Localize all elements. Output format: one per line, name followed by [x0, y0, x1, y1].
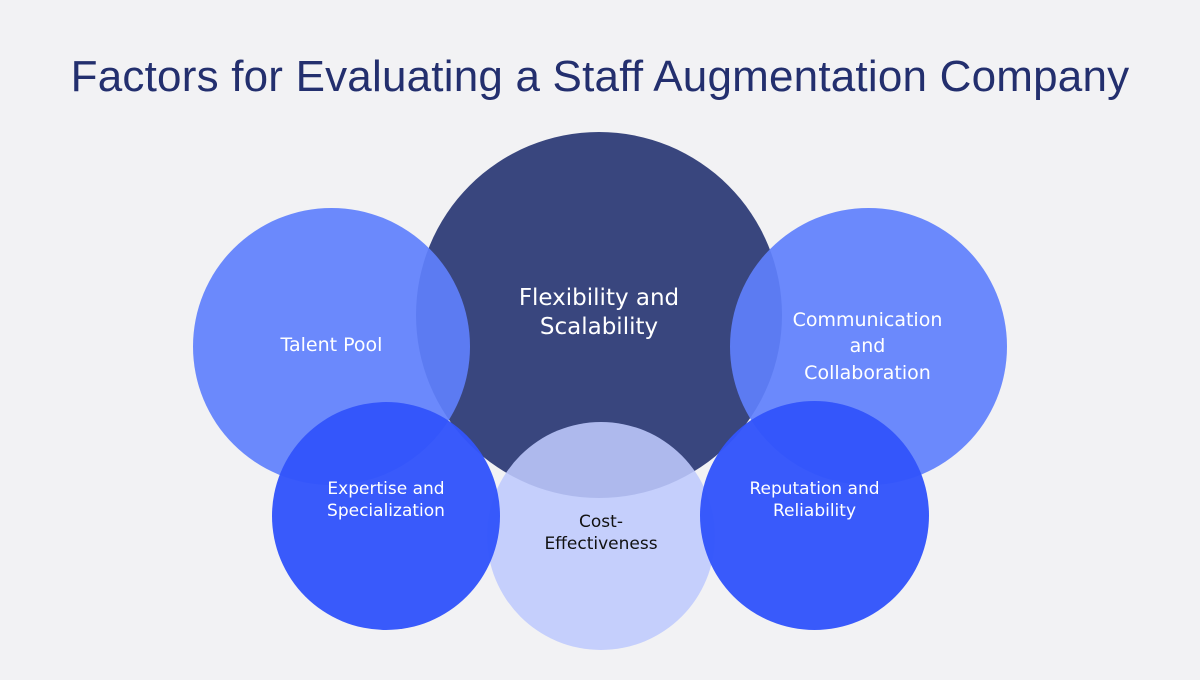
diagram-title: Factors for Evaluating a Staff Augmentat… — [70, 52, 1130, 101]
factor-circle-cost-effectiveness: Cost- Effectiveness — [487, 422, 715, 650]
factor-circle-expertise: Expertise and Specialization — [272, 402, 500, 630]
factor-label-reputation: Reputation and Reliability — [749, 478, 880, 521]
factor-label-communication: Communication and Collaboration — [792, 308, 943, 384]
factor-label-expertise: Expertise and Specialization — [327, 479, 445, 521]
factor-label-flexibility: Flexibility and Scalability — [518, 284, 680, 340]
factor-label-cost-effectiveness: Cost- Effectiveness — [544, 512, 658, 554]
factor-circle-reputation: Reputation and Reliability — [700, 401, 929, 630]
factor-label-talent-pool: Talent Pool — [280, 334, 383, 357]
